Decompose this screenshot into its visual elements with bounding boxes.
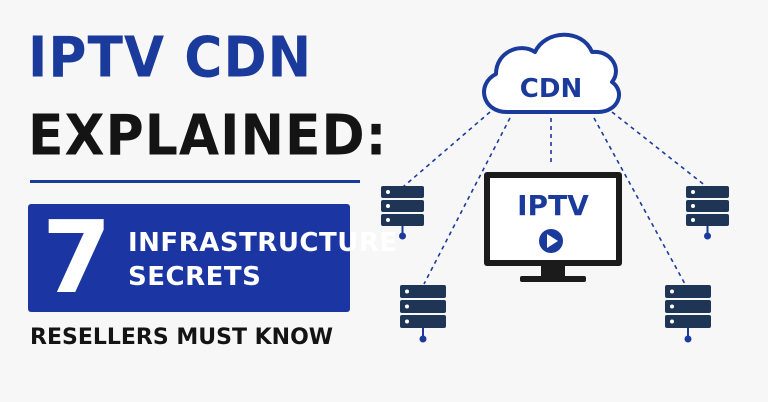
server-icon: [381, 186, 424, 240]
server-icon: [686, 186, 729, 240]
monitor-label: IPTV: [517, 189, 589, 222]
headline-line-1: IPTV CDN: [28, 25, 313, 91]
tagline: RESELLERS MUST KNOW: [30, 325, 334, 350]
link-top-left: [402, 111, 491, 188]
headline-line-2: EXPLAINED:: [28, 103, 388, 169]
badge-line-1: INFRASTRUCTURE: [128, 228, 398, 258]
link-bottom-left: [423, 117, 511, 285]
badge-line-2: SECRETS: [128, 262, 262, 292]
connection-lines: [402, 111, 708, 285]
divider: [30, 180, 360, 183]
badge-number: 7: [42, 199, 112, 316]
secrets-badge: 7 INFRASTRUCTURE SECRETS: [28, 199, 397, 316]
play-icon: [539, 229, 563, 253]
monitor-icon: IPTV: [484, 172, 622, 282]
cloud-icon: CDN: [482, 32, 621, 114]
server-icon: [400, 285, 446, 343]
cloud-label: CDN: [520, 74, 582, 104]
server-icon: [665, 285, 711, 343]
